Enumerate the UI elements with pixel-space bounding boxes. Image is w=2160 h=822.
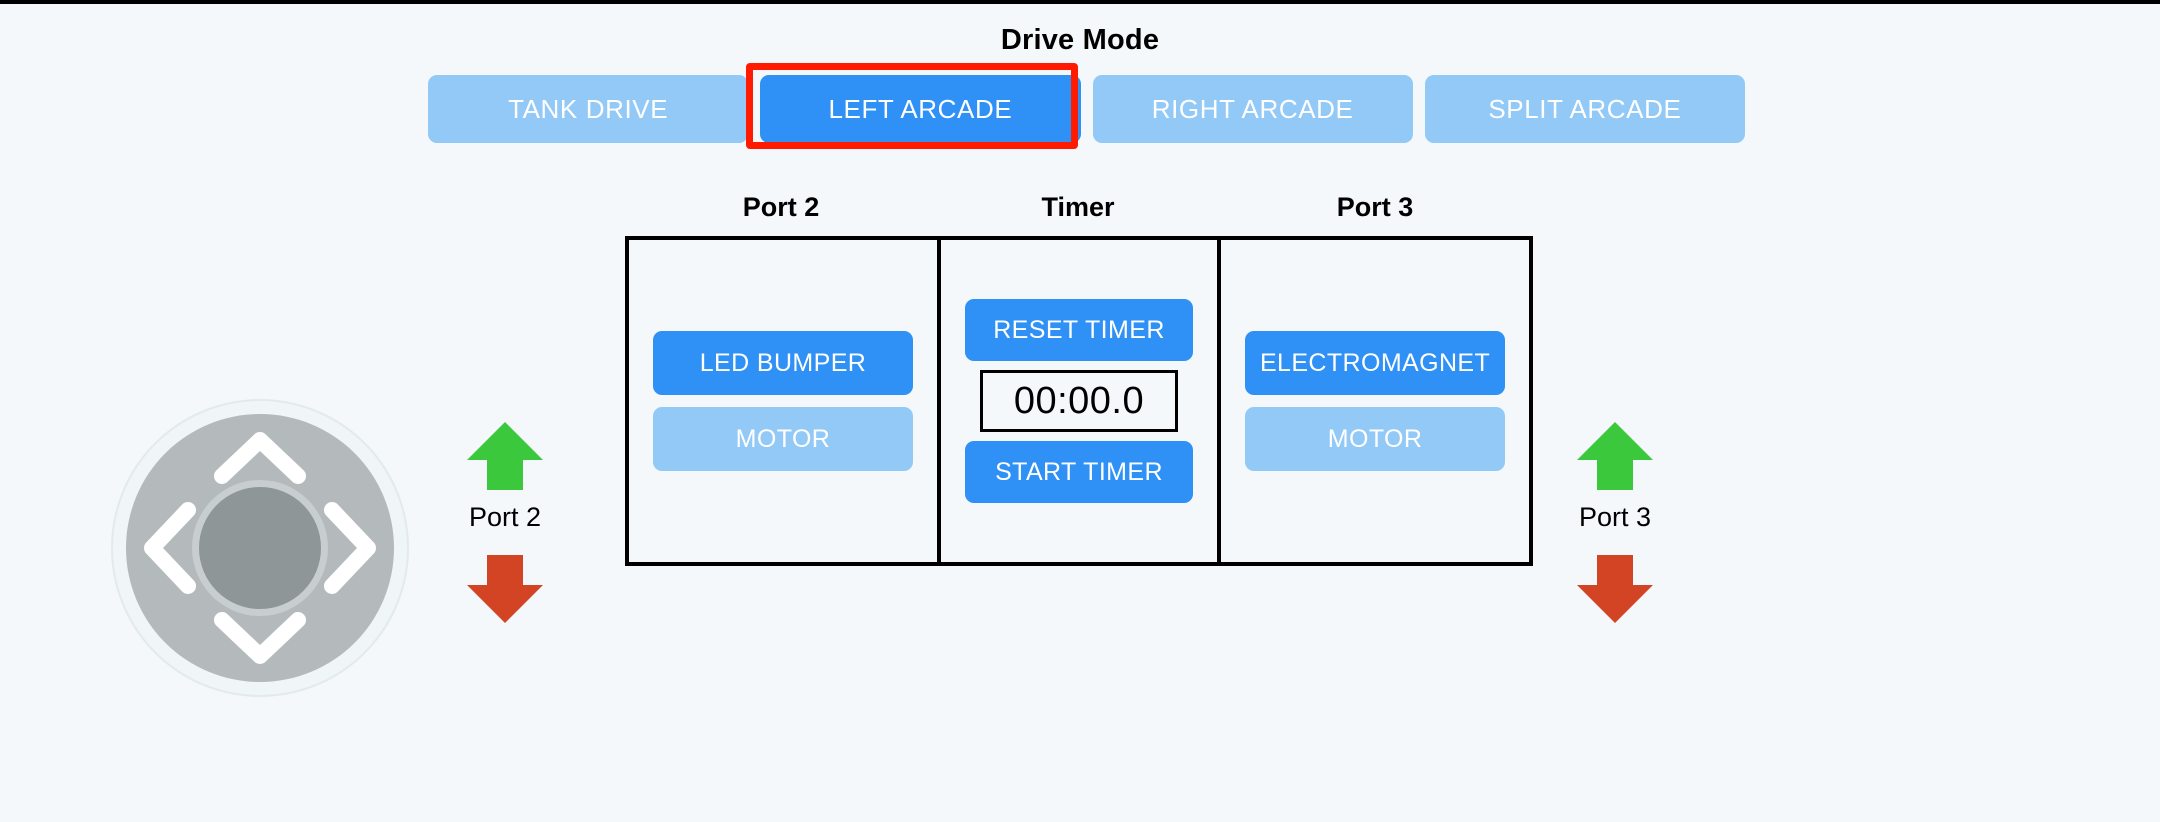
dpad-up-chevron-icon[interactable]: [214, 432, 306, 484]
mode-button-right-arcade[interactable]: RIGHT ARCADE: [1092, 75, 1413, 143]
dpad-down-chevron-icon[interactable]: [214, 612, 306, 664]
arrow-down-icon[interactable]: [1575, 553, 1655, 625]
mode-button-left-arcade[interactable]: LEFT ARCADE: [760, 75, 1081, 143]
port2-arrow-controls: Port 2: [430, 420, 580, 625]
reset-timer-button[interactable]: RESET TIMER: [964, 299, 1194, 361]
arrow-up-icon[interactable]: [1575, 420, 1655, 492]
port3-arrow-controls: Port 3: [1540, 420, 1690, 625]
port2-led-bumper-button[interactable]: LED BUMPER: [653, 331, 913, 395]
panel-caption-port3: Port 3: [1336, 192, 1414, 222]
mode-button-tank-drive[interactable]: TANK DRIVE: [428, 75, 749, 143]
dpad-center-knob[interactable]: [199, 487, 321, 609]
panel-column-timer: RESET TIMER 00:00.0 START TIMER: [936, 240, 1222, 562]
top-black-strip: [0, 0, 2160, 4]
panel-caption-port2: Port 2: [742, 192, 820, 222]
dpad-svg: [111, 399, 409, 697]
dpad-right-chevron-icon[interactable]: [324, 502, 376, 594]
arrow-up-icon[interactable]: [465, 420, 545, 492]
panel-column-port2: LED BUMPER MOTOR: [629, 240, 937, 562]
dpad-left-chevron-icon[interactable]: [144, 502, 196, 594]
port3-motor-button[interactable]: MOTOR: [1245, 407, 1506, 471]
port3-electromagnet-button[interactable]: ELECTROMAGNET: [1245, 331, 1506, 395]
port3-arrow-label: Port 3: [1578, 502, 1652, 532]
timer-display: 00:00.0: [980, 370, 1178, 432]
panel-caption-timer: Timer: [1041, 192, 1115, 222]
mode-button-split-arcade[interactable]: SPLIT ARCADE: [1424, 75, 1745, 143]
directional-pad[interactable]: [110, 398, 410, 698]
drive-mode-selector: TANK DRIVE LEFT ARCADE RIGHT ARCADE SPLI…: [428, 75, 1745, 143]
arrow-down-icon[interactable]: [465, 553, 545, 625]
page-title: Drive Mode: [1000, 24, 1160, 56]
port2-motor-button[interactable]: MOTOR: [653, 407, 913, 471]
start-timer-button[interactable]: START TIMER: [964, 441, 1194, 503]
port2-arrow-label: Port 2: [468, 502, 542, 532]
control-panel: LED BUMPER MOTOR RESET TIMER 00:00.0 STA…: [625, 236, 1533, 566]
panel-column-port3: ELECTROMAGNET MOTOR: [1221, 240, 1529, 562]
